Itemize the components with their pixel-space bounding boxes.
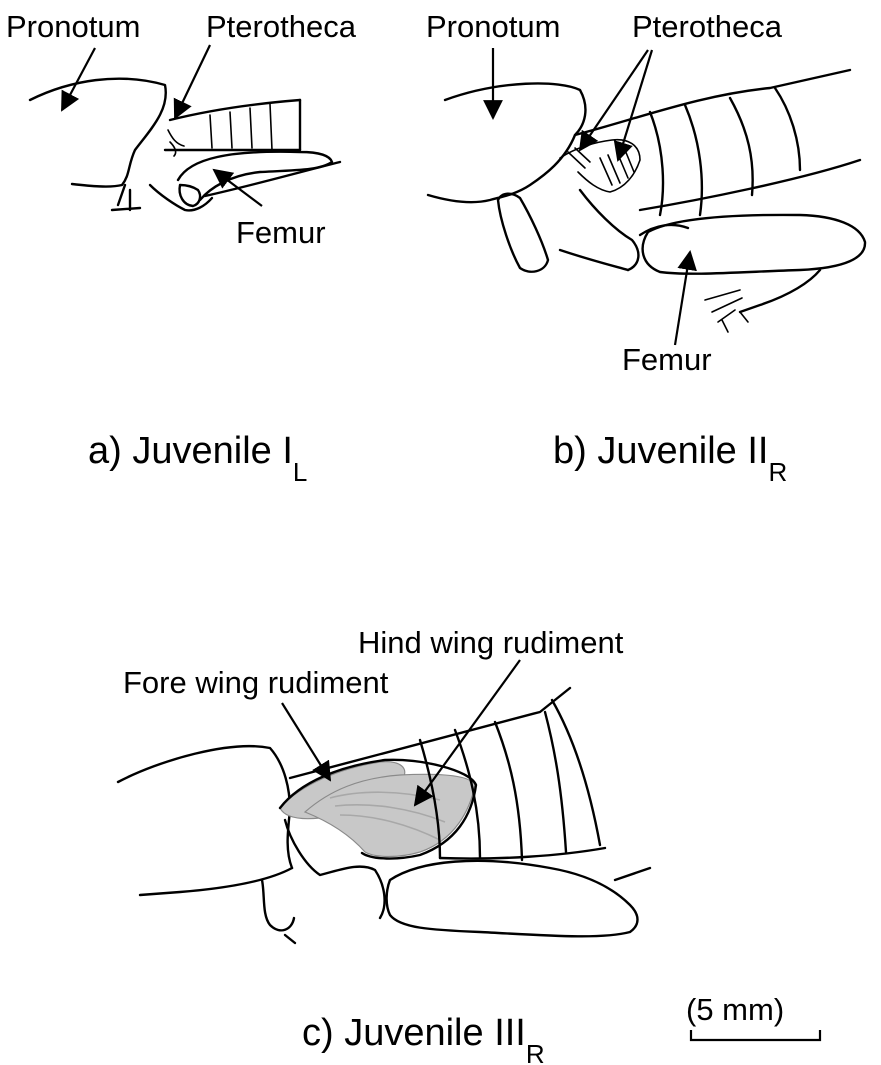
scale-bar-line (691, 1030, 820, 1040)
label-femur-b: Femur (622, 342, 712, 377)
caption-a: a) Juvenile IL (88, 430, 307, 487)
panel-c: Hind wing rudiment Fore wing rudiment c)… (118, 625, 650, 1065)
label-femur-a: Femur (236, 215, 326, 250)
label-fore-wing-rudiment: Fore wing rudiment (123, 665, 389, 700)
label-pterotheca-a: Pterotheca (206, 9, 357, 44)
caption-b: b) Juvenile IIR (553, 430, 787, 487)
arrow-pterotheca-b-2 (618, 50, 652, 160)
caption-b-main: b) Juvenile II (553, 430, 768, 472)
caption-a-sub: L (293, 457, 307, 487)
arrow-fore-wing (282, 703, 330, 780)
label-pronotum-a: Pronotum (6, 9, 140, 44)
label-hind-wing-rudiment: Hind wing rudiment (358, 625, 624, 660)
arrow-pterotheca-a (175, 45, 210, 118)
arrow-pterotheca-b-1 (580, 50, 648, 150)
juvenile-iii-drawing (118, 688, 650, 943)
scale-bar: (5 mm) (686, 992, 820, 1040)
label-pterotheca-b: Pterotheca (632, 9, 783, 44)
caption-b-sub: R (768, 457, 787, 487)
caption-c-sub: R (526, 1039, 545, 1065)
label-pronotum-b: Pronotum (426, 9, 560, 44)
panel-b: Pronotum Pterotheca Femur b) Juvenile II… (426, 9, 865, 487)
caption-c-main: c) Juvenile III (302, 1012, 526, 1054)
caption-a-main: a) Juvenile I (88, 430, 293, 472)
arrow-femur-b (675, 252, 690, 345)
caption-c: c) Juvenile IIIR (302, 1012, 545, 1065)
scale-bar-label: (5 mm) (686, 992, 784, 1027)
panel-a: Pronotum Pterotheca Femur a) Juvenile IL (6, 9, 357, 487)
arrow-pronotum-a (62, 48, 95, 110)
